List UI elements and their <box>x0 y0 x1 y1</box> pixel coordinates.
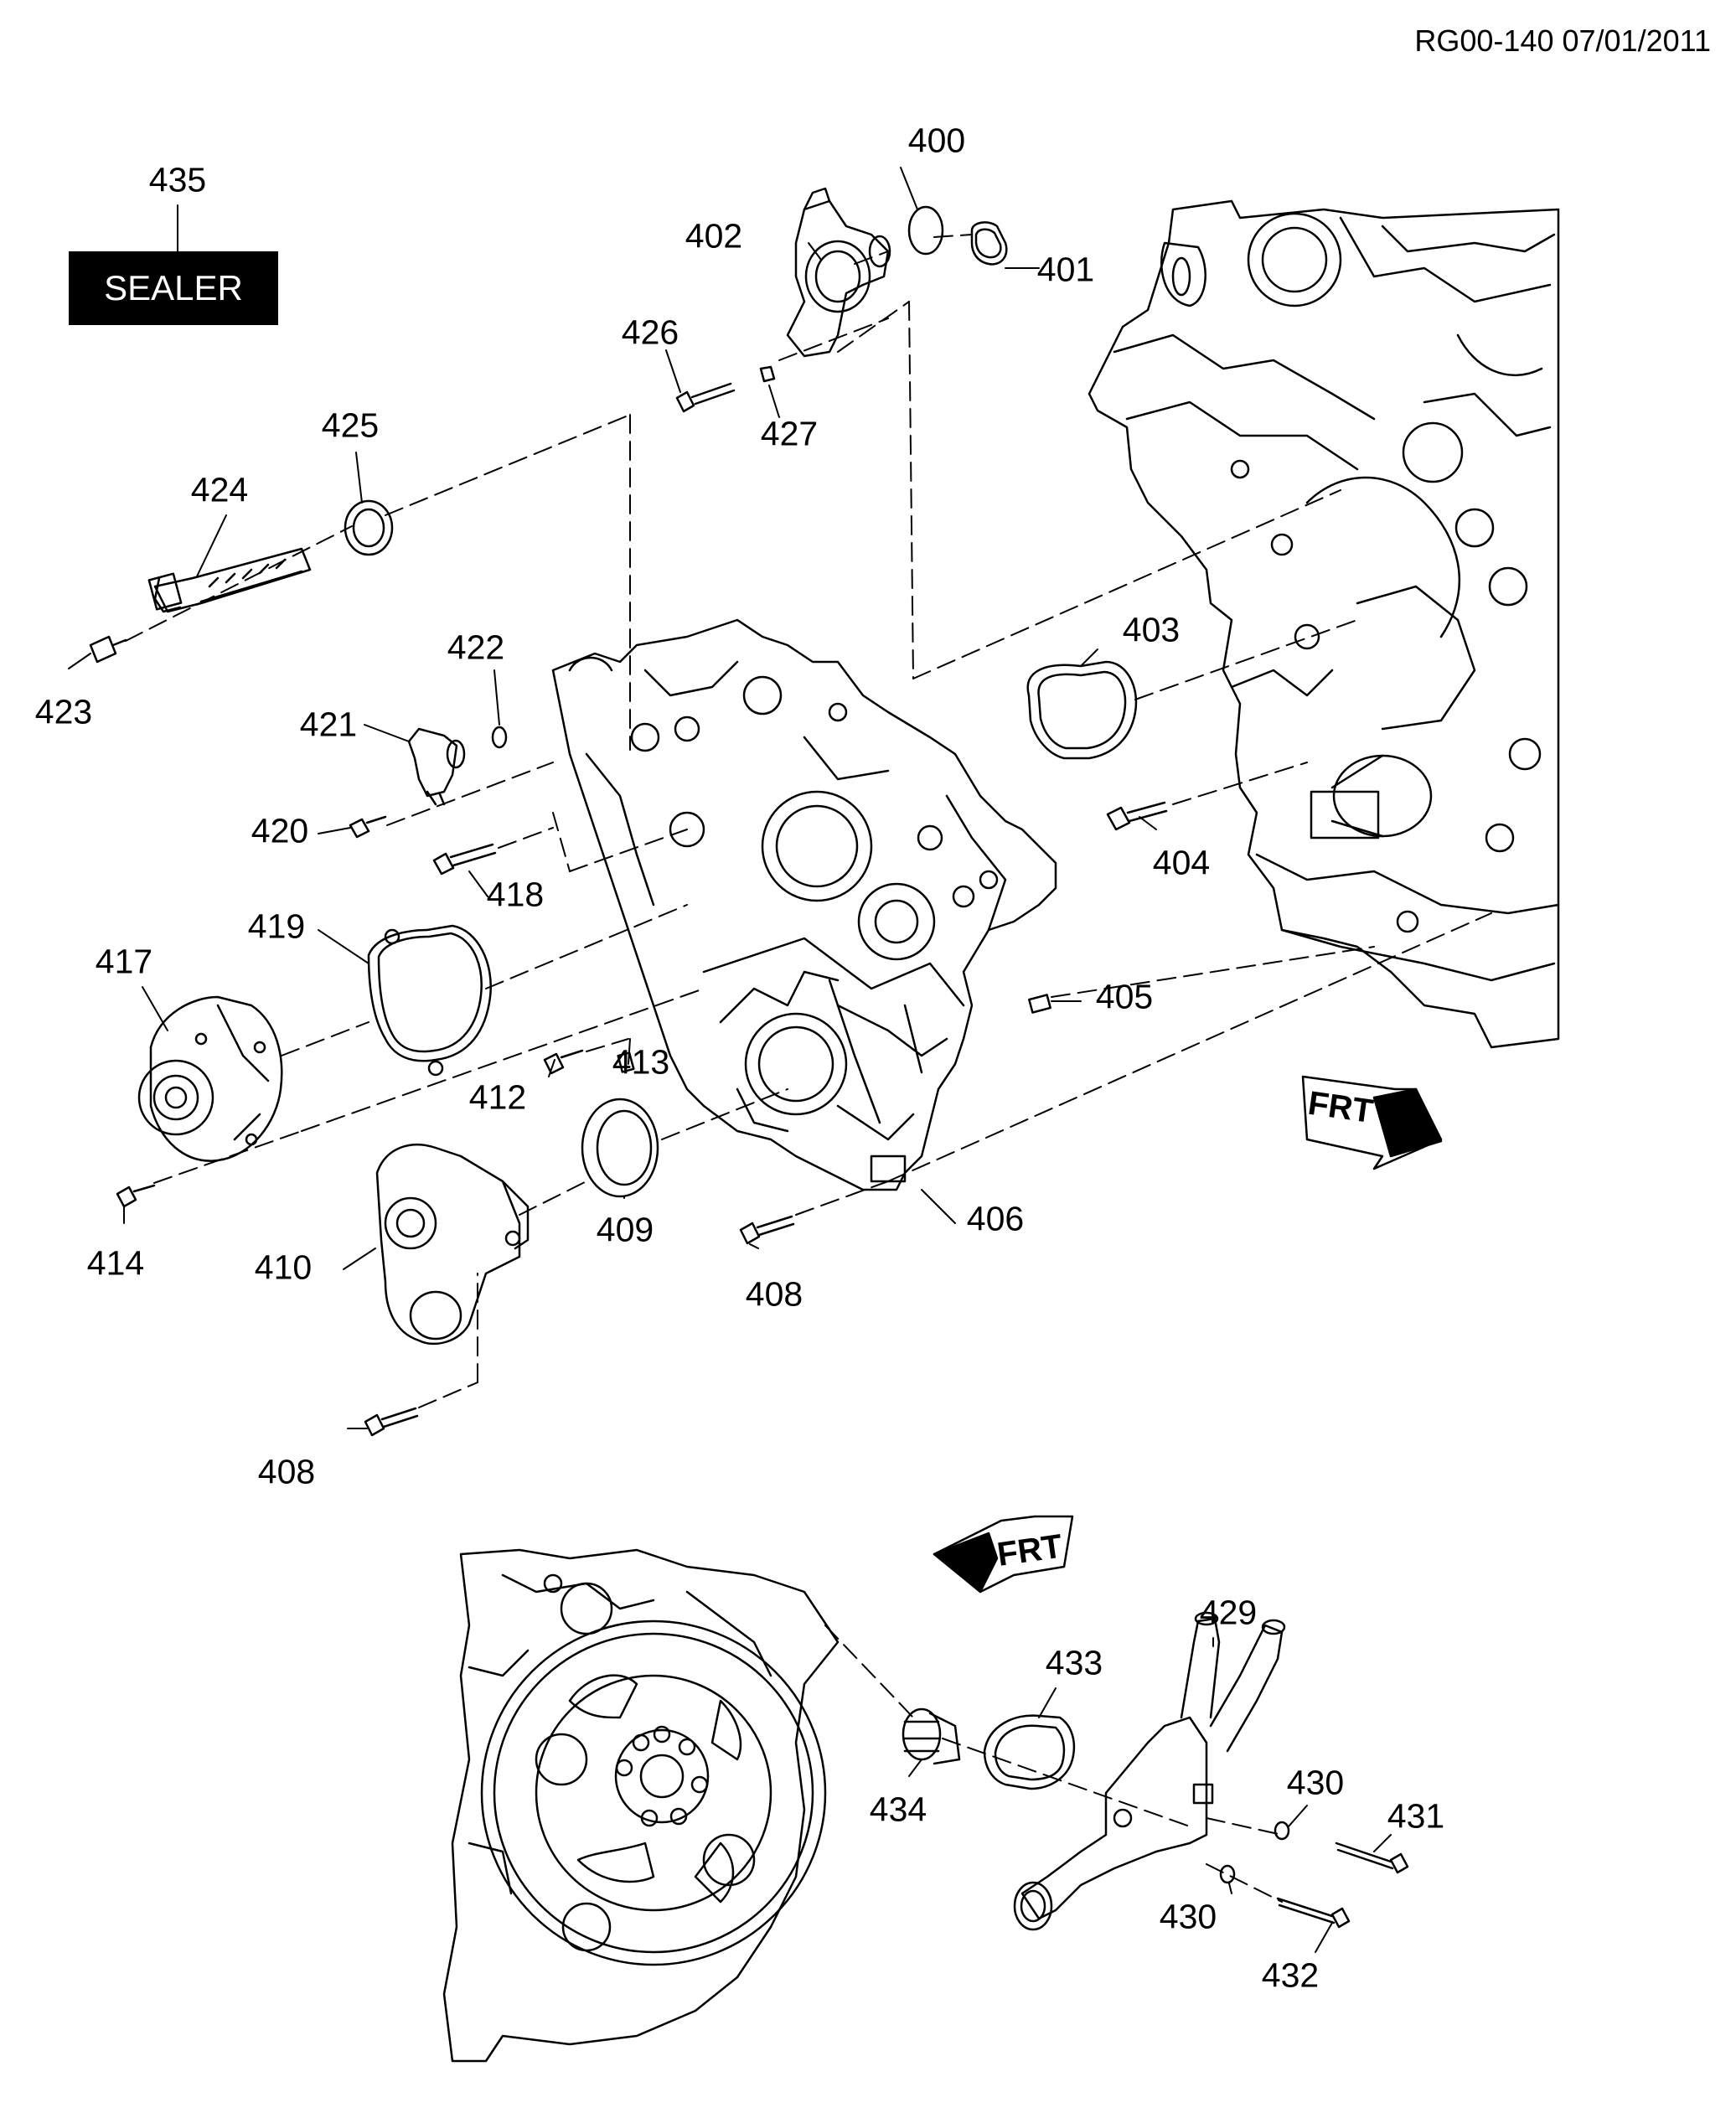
callout-413: 413 <box>612 1042 670 1082</box>
bolt-414 <box>116 1184 156 1208</box>
gasket-401 <box>970 221 1008 266</box>
sealer-box: SEALER <box>69 251 278 325</box>
engine-block <box>1088 199 1560 1049</box>
callout-430-upper: 430 <box>1286 1763 1345 1802</box>
callout-427: 427 <box>760 414 819 453</box>
callout-412: 412 <box>468 1077 527 1117</box>
bolt-426 <box>675 382 736 413</box>
callout-425: 425 <box>321 406 380 445</box>
solenoid-valve <box>147 547 312 613</box>
thermostat-434 <box>902 1707 961 1765</box>
callout-409: 409 <box>596 1210 654 1249</box>
bolt-423 <box>89 635 127 664</box>
callout-405: 405 <box>1095 977 1154 1016</box>
callout-417: 417 <box>95 942 153 981</box>
callout-424: 424 <box>190 470 249 509</box>
seal-433 <box>983 1714 1076 1790</box>
front-cover <box>551 618 1057 1191</box>
stud-404 <box>1106 801 1168 831</box>
belt-tensioner-410 <box>375 1144 530 1346</box>
callout-414: 414 <box>86 1243 145 1283</box>
callout-422: 422 <box>447 628 505 667</box>
bolt-408-a <box>739 1215 795 1245</box>
bolt-431 <box>1335 1842 1409 1874</box>
callout-431: 431 <box>1387 1796 1445 1836</box>
callout-400: 400 <box>907 121 966 160</box>
bolt-408-b <box>364 1407 419 1437</box>
bolt-420 <box>349 815 387 839</box>
callout-419: 419 <box>247 907 306 946</box>
callout-435: 435 <box>148 160 207 199</box>
stud-427 <box>759 365 776 383</box>
callout-418: 418 <box>486 875 545 914</box>
callout-426: 426 <box>621 313 679 352</box>
front-arrow-upper <box>1301 1075 1443 1170</box>
bolt-418 <box>432 843 497 876</box>
water-outlet-402 <box>786 187 891 358</box>
document-id: RG00-140 07/01/2011 <box>1414 23 1711 58</box>
bolt-432 <box>1276 1897 1351 1929</box>
callout-420: 420 <box>251 811 309 850</box>
callout-410: 410 <box>254 1248 313 1287</box>
callout-434: 434 <box>869 1790 927 1829</box>
washer-430-b <box>1219 1864 1236 1884</box>
seal-ring-425 <box>344 499 394 556</box>
bolt-412 <box>543 1049 584 1075</box>
dowel-405 <box>1028 994 1051 1014</box>
callout-408-lower: 408 <box>257 1452 316 1491</box>
callout-406: 406 <box>966 1199 1025 1238</box>
callout-432: 432 <box>1261 1955 1320 1995</box>
callout-423: 423 <box>34 692 93 731</box>
front-arrow-lower <box>933 1515 1074 1594</box>
washer-430-a <box>1274 1821 1290 1841</box>
engine-rear <box>442 1548 840 2063</box>
sensor-421 <box>407 727 466 806</box>
front-seal-409 <box>581 1098 659 1198</box>
callout-433: 433 <box>1045 1643 1103 1682</box>
o-ring-400 <box>907 205 944 256</box>
o-ring-422 <box>491 726 508 749</box>
callout-421: 421 <box>299 705 358 744</box>
gasket-403 <box>1026 660 1138 760</box>
callout-430-lower: 430 <box>1159 1897 1217 1936</box>
gasket-419 <box>367 924 493 1077</box>
callout-404: 404 <box>1152 843 1211 882</box>
dowel-413 <box>617 1051 635 1073</box>
callout-402: 402 <box>685 216 743 256</box>
water-pump-417 <box>137 995 283 1162</box>
callout-429: 429 <box>1199 1593 1258 1632</box>
callout-403: 403 <box>1122 610 1181 649</box>
water-outlet-429 <box>1013 1611 1286 1931</box>
callout-408-upper: 408 <box>745 1274 803 1314</box>
callout-401: 401 <box>1036 250 1095 289</box>
sealer-label: SEALER <box>104 268 243 307</box>
